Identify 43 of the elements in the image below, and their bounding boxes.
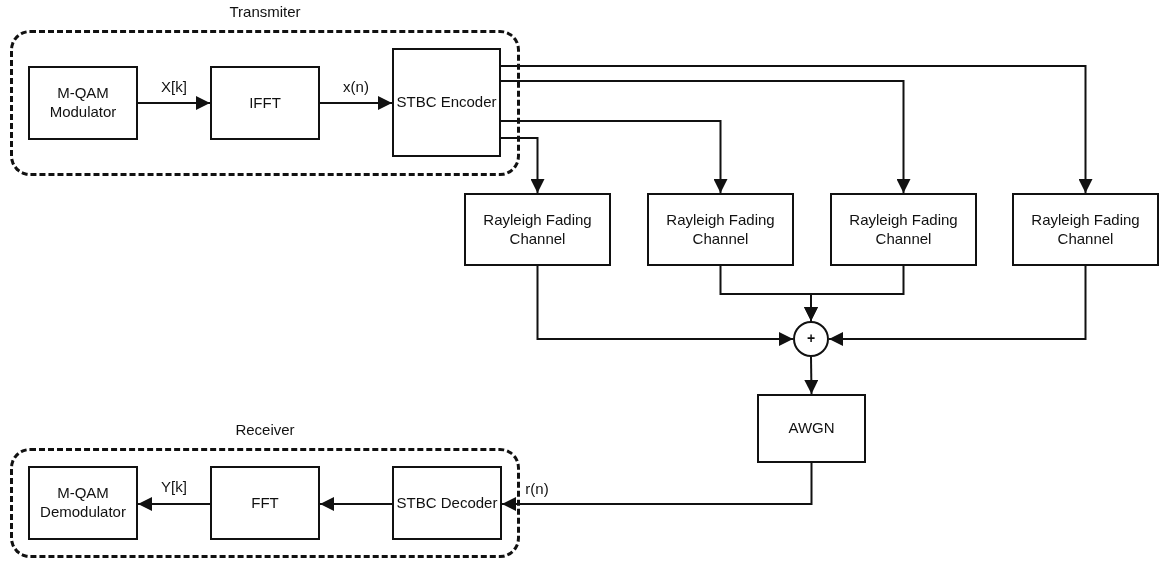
edge-label: Y[k] xyxy=(161,477,187,495)
box-label: Rayleigh Fading Channel xyxy=(482,210,593,249)
connector-arrow xyxy=(500,120,728,194)
connector-arrow xyxy=(828,265,1087,346)
summing-junction xyxy=(793,321,829,357)
box-label: Rayleigh Fading Channel xyxy=(665,210,776,249)
process-box xyxy=(392,466,502,540)
group-title: Receiver xyxy=(234,421,296,438)
box-label: IFFT xyxy=(248,93,282,113)
process-box xyxy=(392,48,501,157)
process-box xyxy=(28,66,138,140)
process-box xyxy=(210,66,320,140)
box-label: M-QAM Modulator xyxy=(48,84,118,122)
box-label: STBC Decoder xyxy=(395,493,499,513)
connector-arrow xyxy=(319,497,393,511)
box-label: M-QAM Demodulator xyxy=(39,484,127,522)
box-label: Rayleigh Fading Channel xyxy=(1030,210,1141,249)
process-box xyxy=(28,466,138,540)
box-label: AWGN xyxy=(787,419,836,438)
edge-label: X[k] xyxy=(161,77,187,95)
connector-arrow xyxy=(137,96,211,110)
box-label: FFT xyxy=(250,493,280,513)
connector-arrow xyxy=(500,137,545,194)
connector-arrow xyxy=(137,497,211,511)
box-label: STBC Encoder xyxy=(395,93,498,112)
process-box xyxy=(464,193,611,266)
process-box xyxy=(757,394,866,463)
connector-arrow xyxy=(319,96,393,110)
connector-arrow xyxy=(804,265,905,322)
edge-label: x(n) xyxy=(343,77,369,95)
connector-arrow xyxy=(500,65,1093,194)
connector-arrow xyxy=(501,462,813,511)
plus-sign: + xyxy=(805,330,817,348)
process-box xyxy=(1012,193,1159,266)
edge-label: r(n) xyxy=(525,479,549,497)
connector-arrow xyxy=(536,265,794,346)
process-box xyxy=(830,193,977,266)
process-box xyxy=(647,193,794,266)
group-title: Transmiter xyxy=(228,3,302,20)
box-label: Rayleigh Fading Channel xyxy=(848,210,959,249)
process-box xyxy=(210,466,320,540)
connector-arrow xyxy=(500,80,911,194)
connector-arrow xyxy=(804,356,819,395)
